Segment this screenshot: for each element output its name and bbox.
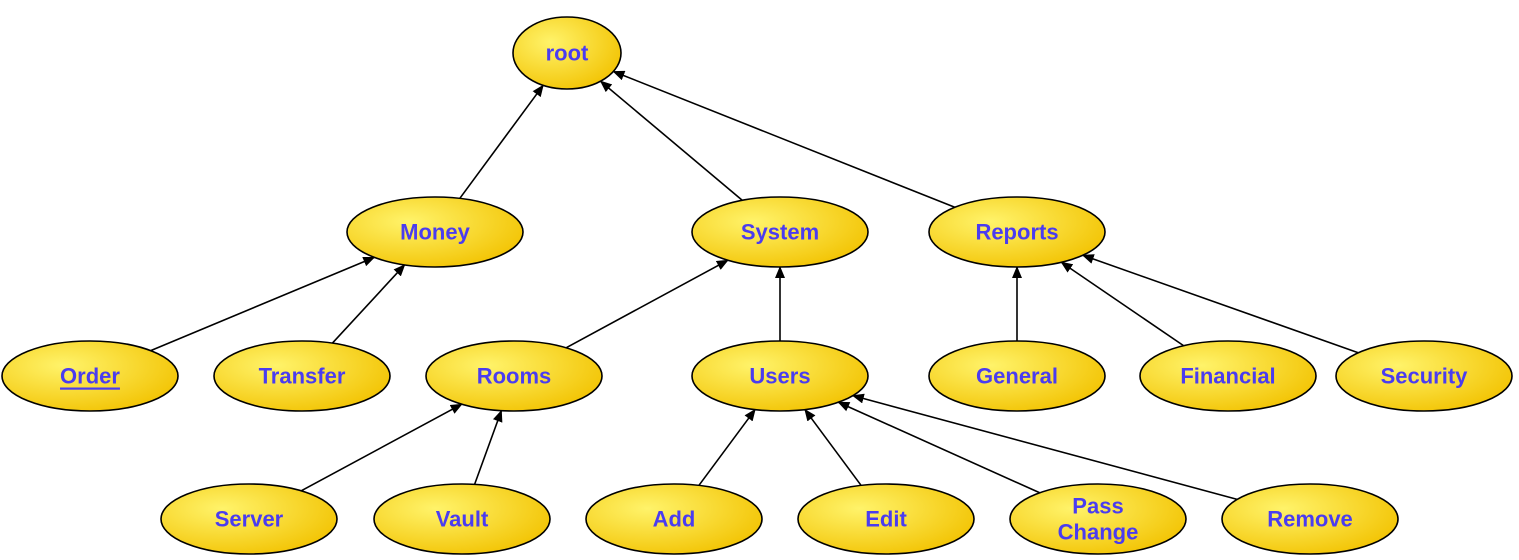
edge-transfer-to-money bbox=[331, 264, 406, 344]
node-users[interactable]: Users bbox=[691, 340, 869, 412]
node-ellipse-transfer[interactable] bbox=[213, 340, 391, 412]
node-ellipse-system[interactable] bbox=[691, 196, 869, 268]
node-reports[interactable]: Reports bbox=[928, 196, 1106, 268]
node-financial[interactable]: Financial bbox=[1139, 340, 1317, 412]
edge-system-to-root bbox=[599, 80, 743, 201]
node-ellipse-rooms[interactable] bbox=[425, 340, 603, 412]
node-security[interactable]: Security bbox=[1335, 340, 1513, 412]
node-ellipse-reports[interactable] bbox=[928, 196, 1106, 268]
edge-security-to-reports bbox=[1081, 254, 1359, 354]
node-transfer[interactable]: Transfer bbox=[213, 340, 391, 412]
node-add[interactable]: Add bbox=[585, 483, 763, 555]
node-money[interactable]: Money bbox=[346, 196, 524, 268]
node-order[interactable]: Order bbox=[1, 340, 179, 412]
edge-vault-to-rooms bbox=[473, 409, 503, 485]
edge-remove-to-users bbox=[851, 393, 1238, 501]
node-ellipse-security[interactable] bbox=[1335, 340, 1513, 412]
node-ellipse-root[interactable] bbox=[512, 16, 622, 90]
node-rooms[interactable]: Rooms bbox=[425, 340, 603, 412]
node-ellipse-add[interactable] bbox=[585, 483, 763, 555]
node-ellipse-edit[interactable] bbox=[797, 483, 975, 555]
edge-rooms-to-system bbox=[565, 259, 729, 349]
node-ellipse-remove[interactable] bbox=[1221, 483, 1399, 555]
node-ellipse-server[interactable] bbox=[160, 483, 338, 555]
edge-add-to-users bbox=[698, 408, 756, 486]
node-remove[interactable]: Remove bbox=[1221, 483, 1399, 555]
edge-edit-to-users bbox=[804, 408, 862, 486]
node-root[interactable]: root bbox=[512, 16, 622, 90]
node-edit[interactable]: Edit bbox=[797, 483, 975, 555]
node-ellipse-pass-change[interactable] bbox=[1009, 483, 1187, 555]
node-ellipse-money[interactable] bbox=[346, 196, 524, 268]
edge-pass-change-to-users bbox=[837, 401, 1041, 494]
node-ellipse-general[interactable] bbox=[928, 340, 1106, 412]
edge-order-to-money bbox=[150, 256, 376, 352]
node-ellipse-financial[interactable] bbox=[1139, 340, 1317, 412]
node-general[interactable]: General bbox=[928, 340, 1106, 412]
node-system[interactable]: System bbox=[691, 196, 869, 268]
edge-server-to-rooms bbox=[300, 403, 463, 492]
node-vault[interactable]: Vault bbox=[373, 483, 551, 555]
node-ellipse-users[interactable] bbox=[691, 340, 869, 412]
node-server[interactable]: Server bbox=[160, 483, 338, 555]
node-ellipse-vault[interactable] bbox=[373, 483, 551, 555]
edge-reports-to-root bbox=[612, 70, 956, 208]
edge-money-to-root bbox=[459, 84, 544, 199]
edges-layer bbox=[150, 70, 1359, 501]
edge-financial-to-reports bbox=[1060, 261, 1185, 347]
node-ellipse-order[interactable] bbox=[1, 340, 179, 412]
